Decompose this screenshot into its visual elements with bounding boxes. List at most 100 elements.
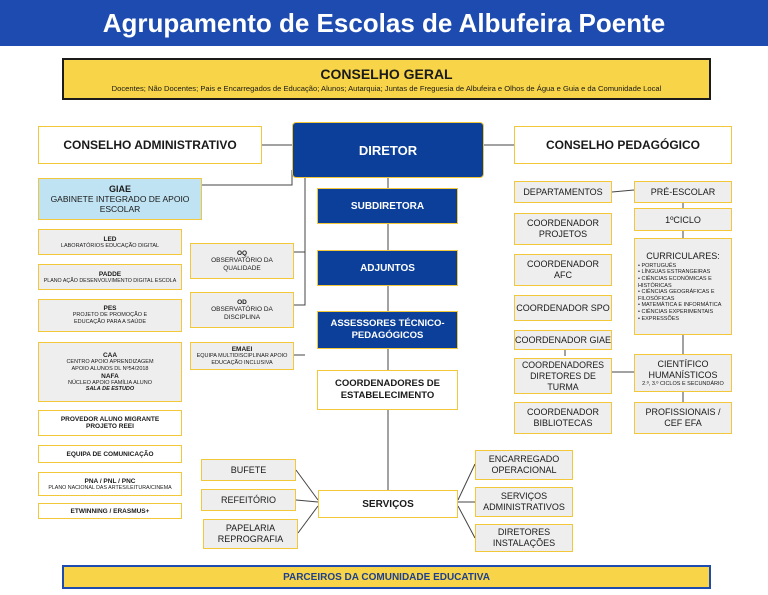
adjuntos: ADJUNTOS — [317, 250, 458, 286]
conselho-pedagogico: CONSELHO PEDAGÓGICO — [514, 126, 732, 164]
primeiro-ciclo-label: 1ºCICLO — [665, 214, 701, 225]
list-item: CIÊNCIAS ECONÓMICAS E HISTÓRICAS — [638, 276, 728, 289]
conselho-pedagogico-label: CONSELHO PEDAGÓGICO — [545, 138, 700, 152]
conselho-administrativo-label: CONSELHO ADMINISTRATIVO — [63, 138, 237, 152]
pre-escolar-label: PRÉ-ESCOLAR — [650, 187, 716, 197]
coord-projetos: COORDENADOR PROJETOS — [514, 213, 612, 245]
sala-estudo: SALA DE ESTUDO — [85, 386, 135, 392]
pes-desc: PROJETO DE PROMOÇÃO E EDUCAÇÃO PARA A SA… — [72, 312, 148, 325]
cientifico-title: CIENTÍFICO HUMANÍSTICOS — [648, 359, 718, 380]
equipa-comunicacao: EQUIPA DE COMUNICAÇÃO — [38, 445, 182, 463]
padde: PADDE PLANO AÇÃO DESENVOLVIMENTO DIGITAL… — [38, 264, 182, 290]
list-item: CIÊNCIAS EXPERIMENTAIS — [638, 309, 728, 316]
page-title: Agrupamento de Escolas de Albufeira Poen… — [0, 0, 768, 46]
cientifico-humanisticos: CIENTÍFICO HUMANÍSTICOS 2.º, 3.º CICLOS … — [634, 354, 732, 392]
bufete-label: BUFETE — [230, 465, 267, 475]
oq: OQ OBSERVATÓRIO DA QUALIDADE — [190, 243, 294, 279]
diretor: DIRETOR — [292, 122, 484, 178]
coord-spo-label: COORDENADOR SPO — [516, 303, 610, 313]
coord-giae: COORDENADOR GIAE — [514, 330, 612, 350]
oq-desc: OBSERVATÓRIO DA QUALIDADE — [211, 256, 273, 272]
conselho-geral-title: CONSELHO GERAL — [320, 65, 453, 82]
primeiro-ciclo: 1ºCICLO — [634, 208, 732, 231]
coordenadores-estabelecimento-label: COORDENADORES DE ESTABELECIMENTO — [334, 378, 441, 401]
assessores-label: ASSESSORES TÉCNICO-PEDAGÓGICOS — [330, 318, 445, 341]
provedor: PROVEDOR ALUNO MIGRANTE PROJETO REEI — [38, 410, 182, 436]
caa-desc: CENTRO APOIO APRENDIZAGEM APOIO ALUNOS D… — [66, 359, 154, 372]
profissionais: PROFISSIONAIS / CEF EFA — [634, 402, 732, 434]
emaei-desc: EQUIPA MULTIDISCIPLINAR APOIO EDUCAÇÃO I… — [196, 352, 288, 366]
curriculares-list: PORTUGUÊS LÍNGUAS ESTRANGEIRAS CIÊNCIAS … — [638, 263, 728, 322]
coord-projetos-label: COORDENADOR PROJETOS — [526, 218, 599, 239]
curriculares: CURRICULARES: PORTUGUÊS LÍNGUAS ESTRANGE… — [634, 238, 732, 335]
equipa-comunicacao-label: EQUIPA DE COMUNICAÇÃO — [66, 450, 154, 458]
encarregado: ENCARREGADO OPERACIONAL — [475, 450, 573, 480]
coord-afc-label: COORDENADOR AFC — [526, 259, 599, 280]
list-item: CIÊNCIAS GEOGRÁFICAS E FILOSÓFICAS — [638, 289, 728, 302]
conselho-geral: CONSELHO GERAL Docentes; Não Docentes; P… — [62, 58, 711, 100]
emaei: EMAEI EQUIPA MULTIDISCIPLINAR APOIO EDUC… — [190, 342, 294, 370]
caa: CAA CENTRO APOIO APRENDIZAGEM APOIO ALUN… — [38, 342, 182, 402]
list-item: MATEMÁTICA E INFORMÁTICA — [638, 302, 728, 309]
od-code: OD — [237, 298, 247, 306]
diretores-instalacoes-label: DIRETORES INSTALAÇÕES — [492, 527, 556, 548]
coord-turma-label: COORDENADORES DIRETORES DE TURMA — [521, 359, 605, 392]
assessores: ASSESSORES TÉCNICO-PEDAGÓGICOS — [317, 311, 458, 349]
led-desc: LABORATÓRIOS EDUCAÇÃO DIGITAL — [60, 242, 160, 249]
emaei-code: EMAEI — [231, 345, 253, 353]
pre-escolar: PRÉ-ESCOLAR — [634, 181, 732, 203]
list-item: PORTUGUÊS — [638, 263, 728, 270]
coord-afc: COORDENADOR AFC — [514, 254, 612, 286]
coord-spo: COORDENADOR SPO — [514, 295, 612, 321]
coord-turma: COORDENADORES DIRETORES DE TURMA — [514, 358, 612, 394]
led: LED LABORATÓRIOS EDUCAÇÃO DIGITAL — [38, 229, 182, 255]
parceiros-comunidade: PARCEIROS DA COMUNIDADE EDUCATIVA — [62, 565, 711, 589]
subdiretora: SUBDIRETORA — [317, 188, 458, 224]
diretor-label: DIRETOR — [358, 142, 418, 158]
parceiros-label: PARCEIROS DA COMUNIDADE EDUCATIVA — [283, 571, 490, 583]
departamentos: DEPARTAMENTOS — [514, 181, 612, 203]
departamentos-label: DEPARTAMENTOS — [523, 187, 603, 197]
encarregado-label: ENCARREGADO OPERACIONAL — [488, 454, 560, 475]
coord-bibliotecas-label: COORDENADOR BIBLIOTECAS — [526, 407, 599, 428]
pna-code: PNA / PNL / PNC — [84, 477, 136, 485]
refeitorio: REFEITÓRIO — [201, 489, 296, 511]
pes: PES PROJETO DE PROMOÇÃO E EDUCAÇÃO PARA … — [38, 299, 182, 332]
nafa-code: NAFA — [101, 373, 119, 380]
provedor-line2: PROJETO REEI — [86, 423, 134, 430]
coord-giae-label: COORDENADOR GIAE — [515, 335, 612, 345]
od: OD OBSERVATÓRIO DA DISCIPLINA — [190, 292, 294, 328]
caa-code: CAA — [102, 352, 118, 359]
giae: GIAE GABINETE INTEGRADO DE APOIO ESCOLAR — [38, 178, 202, 220]
giae-code: GIAE — [108, 184, 131, 194]
conselho-administrativo: CONSELHO ADMINISTRATIVO — [38, 126, 262, 164]
diretores-instalacoes: DIRETORES INSTALAÇÕES — [475, 524, 573, 552]
od-desc: OBSERVATÓRIO DA DISCIPLINA — [211, 305, 273, 321]
papelaria: PAPELARIA REPROGRAFIA — [203, 519, 298, 549]
papelaria-label: PAPELARIA REPROGRAFIA — [217, 523, 284, 544]
bufete: BUFETE — [201, 459, 296, 481]
servicos-administrativos-label: SERVIÇOS ADMINISTRATIVOS — [483, 491, 565, 512]
adjuntos-label: ADJUNTOS — [360, 262, 415, 274]
list-item: EXPRESSÕES — [638, 316, 728, 323]
etwinning: ETWINNING / ERASMUS+ — [38, 503, 182, 519]
led-code: LED — [103, 235, 117, 243]
oq-code: OQ — [236, 249, 248, 257]
refeitorio-label: REFEITÓRIO — [220, 495, 276, 505]
servicos: SERVIÇOS — [318, 490, 458, 518]
etwinning-label: ETWINNING / ERASMUS+ — [70, 507, 150, 515]
pes-code: PES — [103, 305, 117, 312]
pna: PNA / PNL / PNC PLANO NACIONAL DAS ARTES… — [38, 472, 182, 496]
provedor-line1: PROVEDOR ALUNO MIGRANTE — [60, 416, 160, 423]
pna-desc: PLANO NACIONAL DAS ARTES/LEITURA/CINEMA — [48, 484, 172, 491]
coordenadores-estabelecimento: COORDENADORES DE ESTABELECIMENTO — [317, 370, 458, 410]
padde-code: PADDE — [98, 270, 122, 278]
servicos-administrativos: SERVIÇOS ADMINISTRATIVOS — [475, 487, 573, 517]
curriculares-title: CURRICULARES: — [646, 250, 720, 261]
profissionais-label: PROFISSIONAIS / CEF EFA — [645, 407, 721, 428]
servicos-label: SERVIÇOS — [362, 498, 414, 510]
cientifico-sub: 2.º, 3.º CICLOS E SECUNDÁRIO — [642, 381, 724, 387]
conselho-geral-members: Docentes; Não Docentes; Pais e Encarrega… — [111, 83, 662, 93]
subdiretora-label: SUBDIRETORA — [350, 200, 425, 212]
giae-desc: GABINETE INTEGRADO DE APOIO ESCOLAR — [50, 194, 190, 214]
